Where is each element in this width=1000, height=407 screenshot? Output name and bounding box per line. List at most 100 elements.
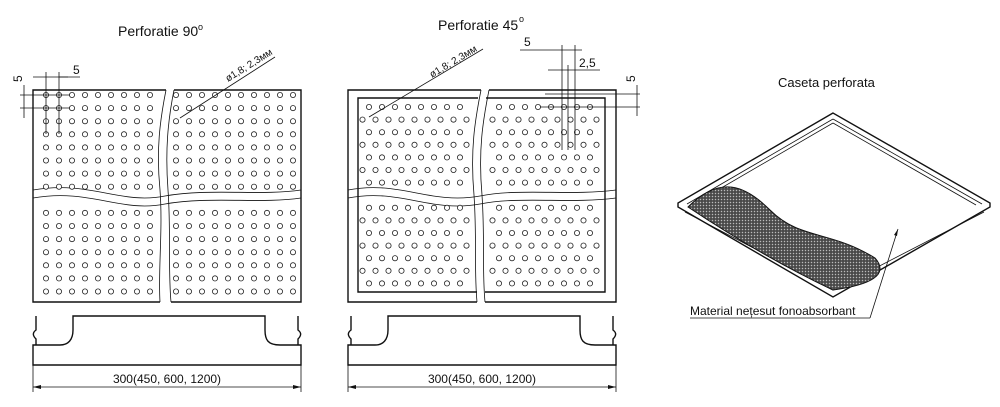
perforation-hole bbox=[587, 229, 594, 236]
perforation-hole bbox=[574, 255, 581, 262]
perforation-hole bbox=[95, 222, 102, 229]
perforation-hole bbox=[437, 116, 444, 123]
perforation-hole bbox=[515, 242, 522, 249]
perforation-hole bbox=[398, 166, 405, 173]
perforation-hole bbox=[463, 267, 470, 274]
plate-outline-right bbox=[485, 89, 617, 303]
perforation-hole bbox=[391, 104, 398, 111]
perforation-hole bbox=[121, 118, 128, 125]
perforation-hole bbox=[554, 116, 561, 123]
perforation-hole bbox=[535, 204, 542, 211]
perforation-hole bbox=[430, 129, 437, 136]
perforation-hole bbox=[56, 157, 63, 164]
title-90: Perforatie 90 bbox=[118, 23, 198, 39]
perforation-hole bbox=[276, 183, 283, 190]
perforation-hole bbox=[56, 288, 63, 295]
perforation-hole bbox=[95, 131, 102, 138]
perforation-hole bbox=[82, 275, 89, 282]
perforation-hole bbox=[430, 154, 437, 161]
perforation-hole bbox=[172, 209, 179, 216]
perforation-hole bbox=[56, 209, 63, 216]
perforation-hole bbox=[108, 170, 115, 177]
perforation-hole bbox=[587, 179, 594, 186]
perforation-hole bbox=[443, 280, 450, 287]
perforation-hole bbox=[424, 116, 431, 123]
perforation-hole bbox=[430, 179, 437, 186]
perforation-hole bbox=[430, 280, 437, 287]
perforation-hole bbox=[489, 242, 496, 249]
perforation-hole bbox=[289, 288, 296, 295]
perforation-hole bbox=[561, 255, 568, 262]
perforation-hole bbox=[172, 118, 179, 125]
perforation-hole bbox=[198, 209, 205, 216]
perforation-hole bbox=[561, 280, 568, 287]
break-line bbox=[347, 195, 617, 207]
perforation-hole bbox=[198, 236, 205, 243]
perforation-hole bbox=[289, 131, 296, 138]
perforation-hole bbox=[172, 170, 179, 177]
perforation-hole bbox=[456, 179, 463, 186]
perforation-hole bbox=[430, 104, 437, 111]
perforation-hole bbox=[372, 217, 379, 224]
perforation-hole bbox=[554, 166, 561, 173]
perforation-hole bbox=[502, 141, 509, 148]
perforation-hole bbox=[211, 275, 218, 282]
perforation-hole bbox=[56, 222, 63, 229]
perforation-hole bbox=[424, 267, 431, 274]
perforation-hole bbox=[69, 288, 76, 295]
perforation-hole bbox=[224, 170, 231, 177]
perforation-hole bbox=[250, 288, 257, 295]
perforation-hole bbox=[43, 157, 50, 164]
perforation-hole bbox=[495, 204, 502, 211]
perforation-hole bbox=[548, 255, 555, 262]
perforation-hole bbox=[385, 116, 392, 123]
perforation-hole bbox=[121, 262, 128, 269]
perforation-hole bbox=[56, 262, 63, 269]
perforation-hole bbox=[133, 105, 140, 112]
perforation-hole bbox=[289, 92, 296, 99]
perforation-hole bbox=[574, 179, 581, 186]
perforation-hole bbox=[574, 204, 581, 211]
break-line bbox=[472, 89, 482, 303]
perforation-hole bbox=[522, 255, 529, 262]
perforation-hole bbox=[198, 288, 205, 295]
perforation-hole bbox=[430, 255, 437, 262]
perforation-hole bbox=[172, 92, 179, 99]
perforation-hole bbox=[69, 105, 76, 112]
perforation-hole bbox=[237, 262, 244, 269]
perforation-hole bbox=[185, 105, 192, 112]
perforation-hole bbox=[82, 144, 89, 151]
perforation-hole bbox=[95, 92, 102, 99]
perforation-hole bbox=[95, 209, 102, 216]
perforation-hole bbox=[211, 236, 218, 243]
perforation-hole bbox=[263, 92, 270, 99]
perforation-hole bbox=[146, 222, 153, 229]
perforation-hole bbox=[372, 116, 379, 123]
perforation-hole bbox=[495, 229, 502, 236]
perforation-hole bbox=[224, 105, 231, 112]
perforation-hole bbox=[172, 262, 179, 269]
perforation-hole bbox=[430, 229, 437, 236]
perforation-hole bbox=[69, 236, 76, 243]
perforation-hole bbox=[593, 116, 600, 123]
perforation-hole bbox=[289, 170, 296, 177]
perforation-hole bbox=[224, 209, 231, 216]
perforation-hole bbox=[541, 242, 548, 249]
hole-grid-90 bbox=[43, 92, 296, 295]
perforation-hole bbox=[574, 154, 581, 161]
hole-grid-45 bbox=[359, 104, 600, 287]
perforation-hole bbox=[404, 204, 411, 211]
perforation-hole bbox=[580, 242, 587, 249]
perforation-hole bbox=[69, 275, 76, 282]
perforation-hole bbox=[424, 242, 431, 249]
perforation-hole bbox=[508, 104, 515, 111]
perforation-hole bbox=[185, 209, 192, 216]
perforation-hole bbox=[489, 166, 496, 173]
perforation-hole bbox=[146, 288, 153, 295]
perforation-hole bbox=[561, 204, 568, 211]
perforation-hole bbox=[95, 236, 102, 243]
perforation-hole bbox=[250, 262, 257, 269]
perforation-hole bbox=[593, 242, 600, 249]
perforation-hole bbox=[365, 154, 372, 161]
perforation-hole bbox=[515, 166, 522, 173]
